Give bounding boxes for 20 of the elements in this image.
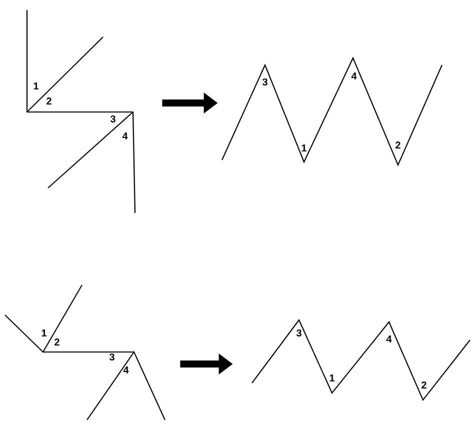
- angle-number: 1: [302, 144, 306, 152]
- angle-number: 2: [396, 142, 400, 148]
- line-drawing: [4, 284, 166, 420]
- angle-number: 3: [296, 329, 302, 337]
- angle-number: 4: [351, 72, 357, 80]
- angle-number: 2: [46, 98, 52, 104]
- angle-number: 4: [123, 366, 129, 374]
- angle-number: 1: [330, 374, 334, 382]
- angle-number: 1: [42, 330, 46, 336]
- angle-number: 3: [109, 353, 114, 361]
- angle-number: 2: [54, 338, 60, 346]
- line-drawing: [222, 56, 442, 166]
- angle-number: 2: [422, 382, 426, 388]
- angle-number: 1: [34, 82, 38, 90]
- angle-number: 4: [386, 336, 392, 342]
- angle-number: 4: [122, 132, 128, 140]
- angle-number: 3: [262, 78, 268, 86]
- angle-number: 3: [110, 115, 116, 123]
- line-drawing: [26, 10, 136, 213]
- line-drawing: [252, 318, 470, 402]
